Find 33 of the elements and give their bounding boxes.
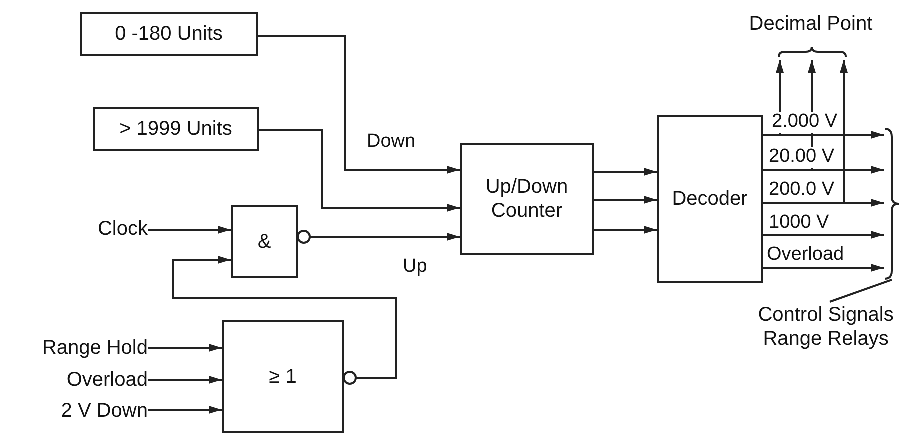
or-gate: ≥ 1 <box>222 320 344 433</box>
edge-label: Up <box>402 257 428 278</box>
arrow <box>840 60 848 203</box>
arrow <box>148 344 222 352</box>
signal-label: Clock <box>78 216 148 242</box>
arrow <box>763 199 884 207</box>
arrow <box>258 35 460 174</box>
signal-label: Control Signals Range Relays <box>748 302 904 352</box>
arrow <box>594 226 657 234</box>
and-gate: & <box>231 205 298 278</box>
arrow <box>310 233 460 241</box>
arrow <box>259 129 460 212</box>
arrow <box>148 226 231 234</box>
arrow <box>763 231 884 239</box>
decoder-block: Decoder <box>657 115 763 283</box>
leader-line <box>830 279 892 303</box>
input-box: > 1999 Units <box>93 107 259 151</box>
arrow <box>763 131 884 139</box>
signal-label: Decimal Point <box>749 12 873 36</box>
arrow <box>594 196 657 204</box>
arrow <box>763 264 884 272</box>
arrow <box>148 376 222 384</box>
signal-label: Range Hold <box>4 335 148 361</box>
arrow <box>763 166 884 174</box>
edge-label: 2.000 V <box>771 112 838 133</box>
input-box: 0 -180 Units <box>80 12 258 56</box>
arrow <box>594 168 657 176</box>
arrow <box>148 406 222 414</box>
signal-label: 2 V Down <box>24 398 148 424</box>
arrow <box>172 256 397 379</box>
counter-block: Up/Down Counter <box>460 143 594 255</box>
edge-label: 20.00 V <box>768 147 836 168</box>
signal-label: Overload <box>30 367 148 393</box>
